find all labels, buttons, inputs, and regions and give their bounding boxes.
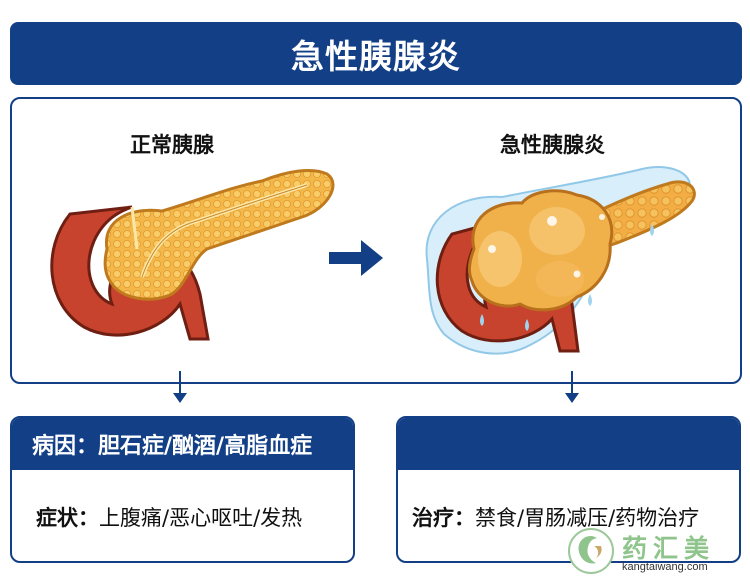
title-bar: 急性胰腺炎 bbox=[10, 22, 742, 85]
normal-pancreas bbox=[50, 168, 335, 341]
watermark-url: kangtaiwang.com bbox=[622, 561, 708, 573]
watermark: 药汇美 kangtaiwang.com bbox=[568, 528, 740, 578]
treatment-value: 禁食/胃肠减压/药物治疗 bbox=[475, 505, 700, 530]
treatment-label: 治疗： bbox=[412, 505, 475, 530]
treatment-row: 治疗： 禁食/胃肠减压/药物治疗 bbox=[398, 470, 739, 561]
pancreas-illustration bbox=[50, 166, 696, 355]
cause-header: 病因：胆石症/酗酒/高脂血症 bbox=[12, 418, 353, 470]
normal-pancreas-label: 正常胰腺 bbox=[130, 133, 214, 157]
treatment-card: 治疗： 禁食/胃肠减压/药物治疗 bbox=[396, 416, 741, 563]
watermark-brand: 药汇美 bbox=[622, 534, 716, 563]
cause-text: 病因：胆石症/酗酒/高脂血症 bbox=[32, 434, 313, 459]
transition-arrow bbox=[329, 240, 383, 276]
treatment-header-bar bbox=[398, 418, 739, 470]
down-arrow-right bbox=[562, 371, 582, 405]
watermark-logo-icon bbox=[568, 528, 614, 574]
symptom-row: 症状： 上腹痛/恶心呕吐/发热 bbox=[12, 470, 353, 561]
page-title: 急性胰腺炎 bbox=[291, 36, 461, 76]
down-arrow-left bbox=[170, 371, 190, 405]
pancreas-normal bbox=[103, 168, 335, 301]
acute-pancreatitis-label: 急性胰腺炎 bbox=[500, 133, 605, 157]
acute-pancreas bbox=[425, 166, 696, 355]
symptom-value: 上腹痛/恶心呕吐/发热 bbox=[99, 505, 303, 530]
cause-symptom-card: 病因：胆石症/酗酒/高脂血症 症状： 上腹痛/恶心呕吐/发热 bbox=[10, 416, 355, 563]
symptom-label: 症状： bbox=[36, 505, 99, 530]
comparison-panel: 正常胰腺 急性胰腺炎 bbox=[10, 97, 742, 384]
